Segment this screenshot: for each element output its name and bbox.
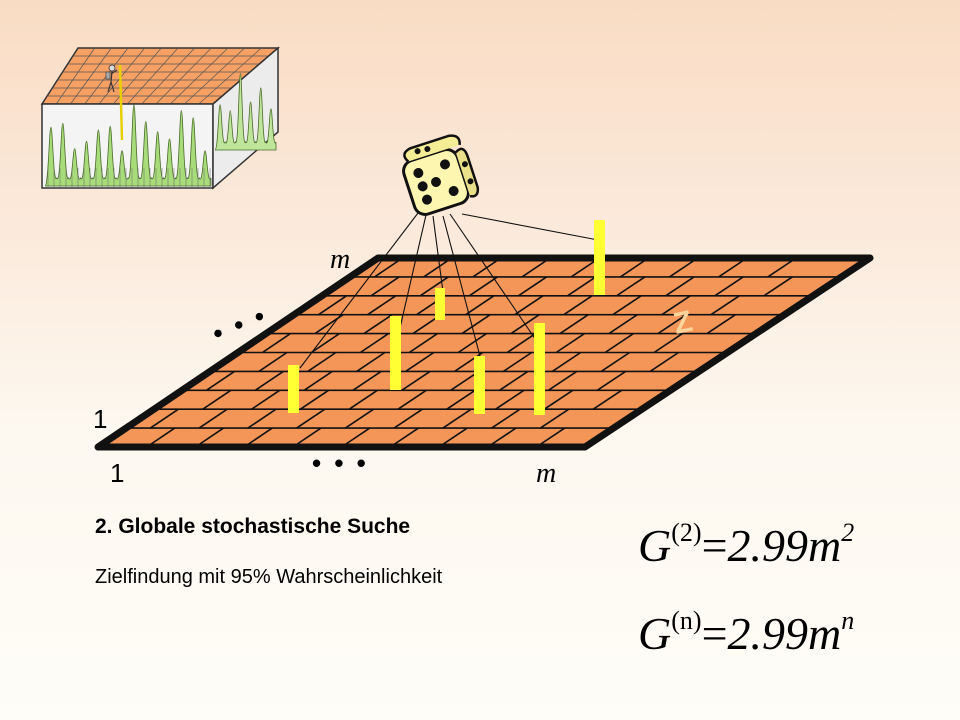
ellipsis-bottom: • • • bbox=[312, 448, 369, 478]
probe-bar bbox=[390, 316, 401, 390]
formula-exponent: n bbox=[841, 606, 855, 635]
formula-variable: m bbox=[808, 608, 842, 659]
probe-rays bbox=[299, 212, 599, 369]
formula-superscript: (2) bbox=[671, 518, 702, 547]
formula-superscript: (n) bbox=[671, 606, 702, 635]
probe-bar bbox=[594, 220, 605, 295]
die-icon bbox=[402, 134, 480, 216]
probe-bars bbox=[288, 220, 605, 415]
landscape-block-icon bbox=[40, 46, 281, 190]
formula-variable: m bbox=[808, 520, 842, 571]
probe-bar bbox=[474, 356, 485, 414]
hiker-icon bbox=[105, 64, 124, 141]
axis-label-left-top: m bbox=[330, 244, 350, 275]
formula-lhs: G bbox=[638, 608, 672, 659]
formula-coefficient: 2.99 bbox=[727, 520, 809, 571]
axis-label-left-bottom: 1 bbox=[93, 404, 107, 434]
formula-nd: G(n)=2.99mn bbox=[638, 608, 854, 657]
search-grid bbox=[94, 254, 874, 451]
formula-equals: = bbox=[701, 520, 728, 571]
formula-exponent: 2 bbox=[841, 518, 855, 547]
axis-label-bottom-right: m bbox=[536, 458, 556, 489]
axis-label-bottom-left: 1 bbox=[110, 458, 124, 488]
probe-bar bbox=[435, 288, 445, 320]
formula-equals: = bbox=[701, 608, 728, 659]
probe-bar bbox=[288, 365, 299, 413]
formula-coefficient: 2.99 bbox=[727, 608, 809, 659]
diagram-title: 2. Globale stochastische Suche bbox=[95, 515, 411, 538]
formula-lhs: G bbox=[638, 520, 672, 571]
formula-2d: G(2)=2.99m2 bbox=[638, 520, 854, 569]
probe-bar bbox=[534, 323, 545, 415]
diagram-subtitle: Zielfindung mit 95% Wahrscheinlichkeit bbox=[95, 566, 443, 588]
